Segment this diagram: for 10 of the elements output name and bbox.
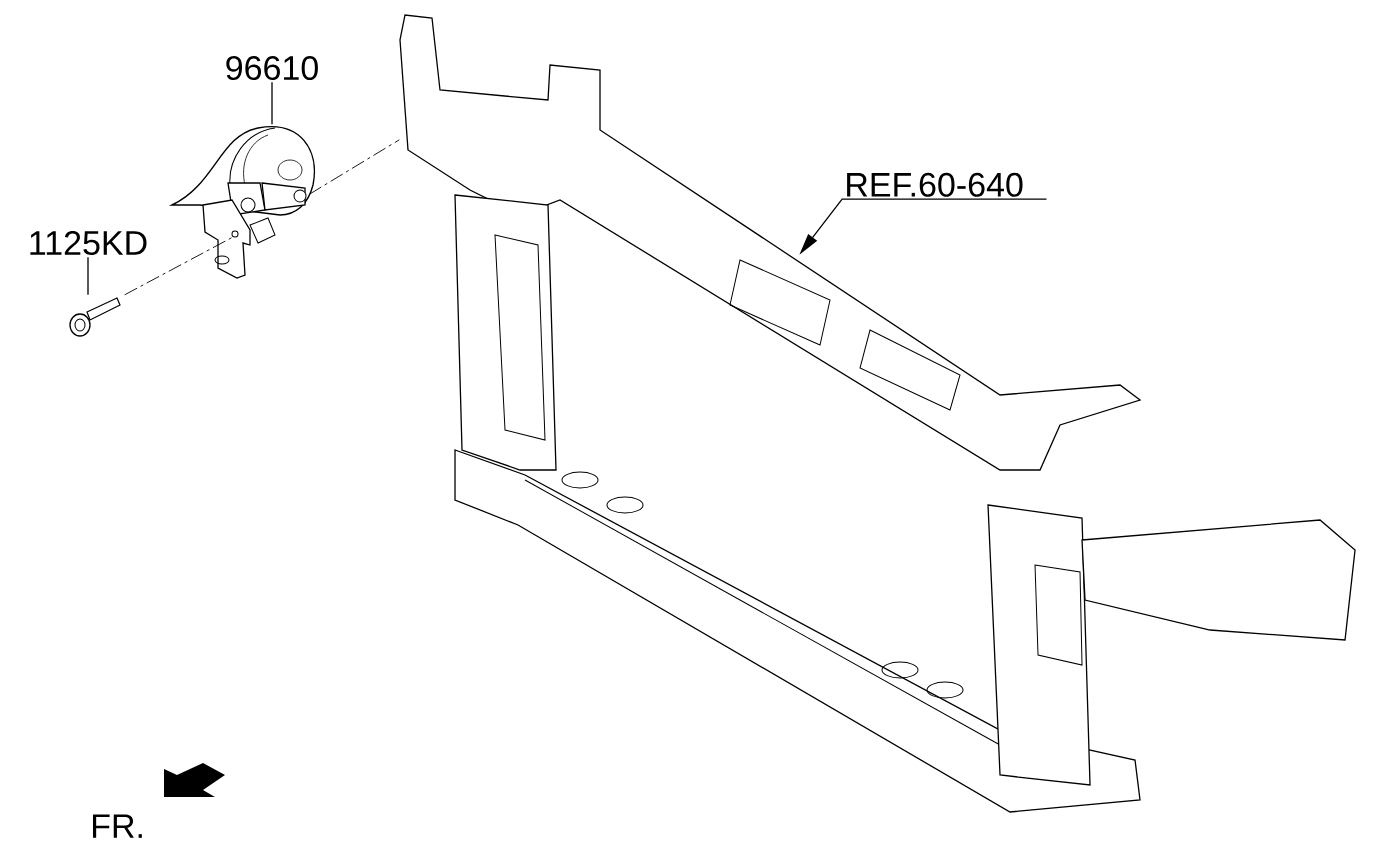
part-number: REF.60-640 <box>847 172 1023 197</box>
bolt-drawing <box>69 297 121 337</box>
leader-line <box>87 256 89 296</box>
horn-drawing <box>171 126 315 279</box>
part-number: 1125KD <box>30 230 147 256</box>
leader-line <box>271 81 273 125</box>
direction-label: FR. <box>93 814 142 838</box>
part-number: 96610 <box>226 55 318 81</box>
assembly-line <box>308 139 400 195</box>
radiator-support-drawing <box>399 14 1356 813</box>
